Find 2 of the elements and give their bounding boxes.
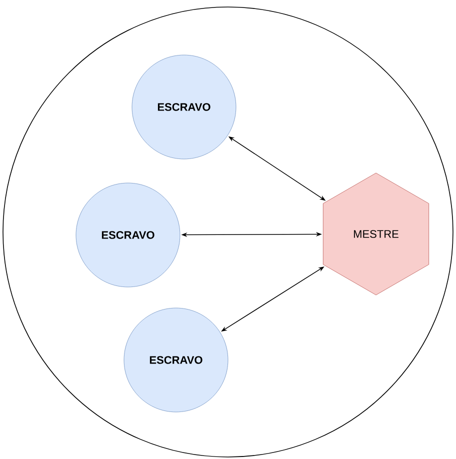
master-hexagon: MESTRE: [322, 172, 430, 296]
enclosing-circle: [2, 6, 454, 458]
